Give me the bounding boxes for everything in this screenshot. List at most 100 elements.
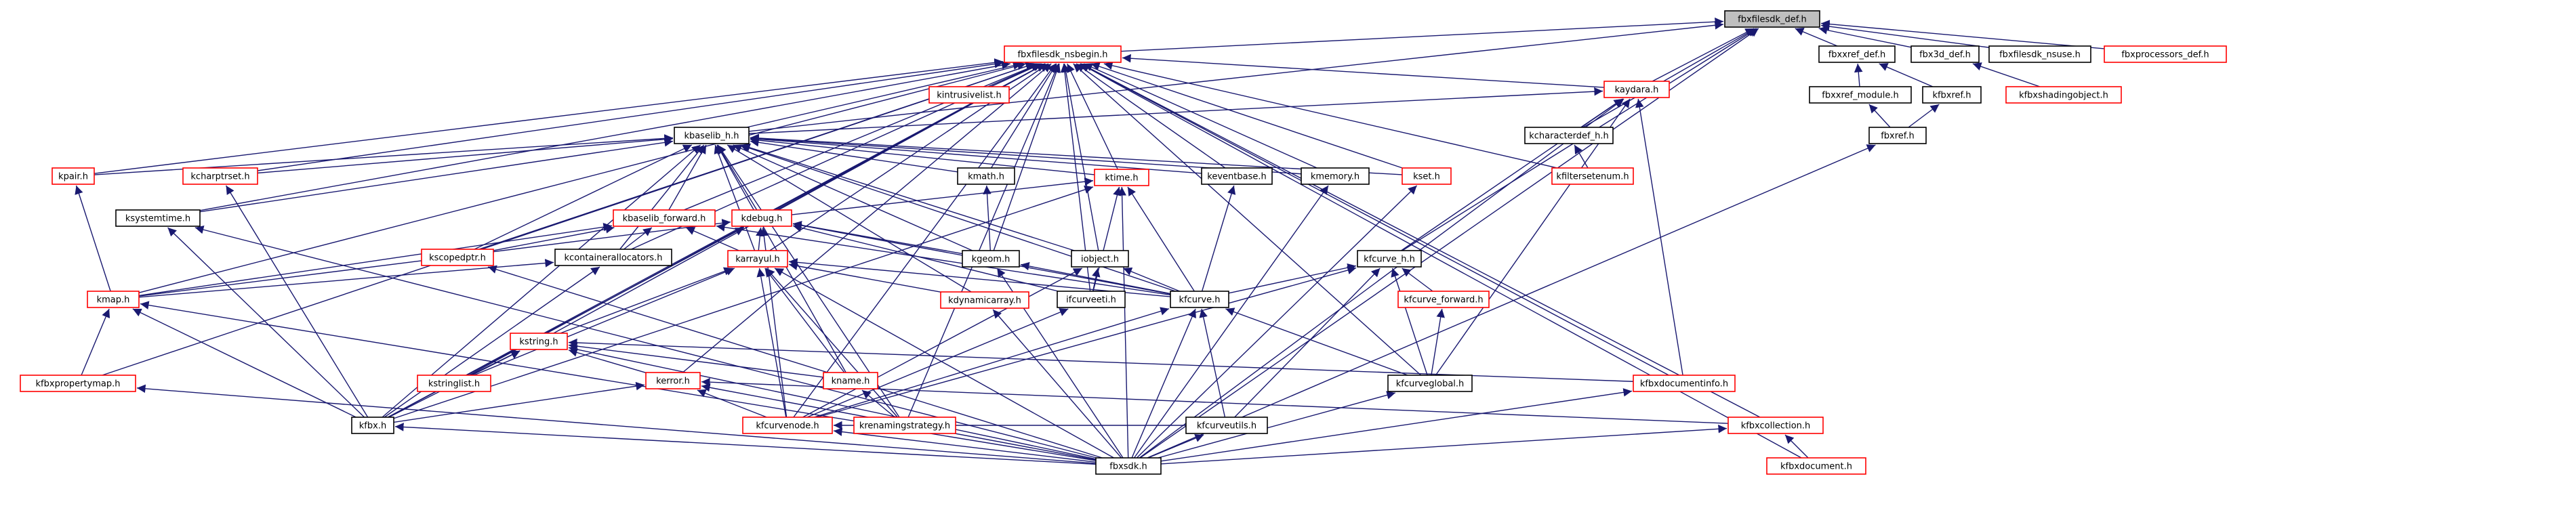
node-iobject[interactable]: iobject.h — [1071, 250, 1129, 268]
node-fbx3d_def[interactable]: fbx3d_def.h — [1910, 45, 1980, 63]
node-label: ktime.h — [1105, 173, 1138, 184]
node-documentinfo[interactable]: kfbxdocumentinfo.h — [1633, 375, 1736, 392]
node-label: kfiltersetenum.h — [1556, 172, 1629, 182]
node-kintrusivelist[interactable]: kintrusivelist.h — [928, 86, 1010, 104]
node-fbxsdk[interactable]: fbxsdk.h — [1095, 457, 1162, 475]
node-keventbase[interactable]: keventbase.h — [1201, 167, 1273, 185]
node-shadingobject[interactable]: kfbxshadingobject.h — [2005, 86, 2122, 104]
node-kfcurveutils[interactable]: kfcurveutils.h — [1185, 417, 1268, 434]
edge-ifcurveeti-to-kdebug — [792, 224, 1059, 292]
edge-arrow — [1133, 185, 1329, 459]
node-label: kmap.h — [97, 295, 130, 305]
node-box — [1988, 45, 2091, 63]
node-kstring[interactable]: kstring.h — [510, 333, 568, 350]
edge-arrow — [382, 144, 701, 418]
edge-arrow — [817, 266, 1357, 418]
node-kmap[interactable]: kmap.h — [87, 291, 140, 308]
node-label: kfcurveutils.h — [1197, 421, 1256, 431]
edge-kfcurvenode-to-iobject — [802, 268, 1083, 418]
node-label: kfbxdocument.h — [1780, 462, 1852, 472]
node-kscopedptr[interactable]: kscopedptr.h — [421, 249, 494, 266]
edge-arrow — [102, 62, 1035, 376]
node-box — [1095, 457, 1162, 475]
node-kcontainer[interactable]: kcontainerallocators.h — [554, 249, 672, 266]
node-kgeom[interactable]: kgeom.h — [962, 250, 1020, 268]
node-label: fbxxref_def.h — [1828, 50, 1886, 60]
edge-arrow — [257, 60, 1004, 171]
edge-kfbx-to-ktime — [393, 185, 1094, 419]
edge-arrow — [1652, 28, 1755, 82]
edge-ktime-to-kbaselib — [750, 135, 1095, 175]
edge-arrow — [1391, 268, 1428, 376]
node-fbxxref_def[interactable]: fbxxref_def.h — [1818, 45, 1896, 63]
edge-arrow — [1635, 98, 1683, 376]
node-kbaselib_fwd[interactable]: kbaselib_forward.h — [613, 209, 716, 227]
node-box — [1397, 291, 1490, 308]
node-label: iobject.h — [1081, 255, 1119, 265]
node-label: kbaselib_h.h — [684, 131, 739, 142]
node-kmemory[interactable]: kmemory.h — [1301, 167, 1370, 185]
node-kmath[interactable]: kmath.h — [957, 167, 1015, 185]
node-box — [1387, 375, 1473, 392]
node-kaydara[interactable]: kaydara.h — [1603, 81, 1670, 98]
node-label: fbxprocessors_def.h — [2121, 50, 2209, 60]
node-label: kgeom.h — [972, 255, 1010, 265]
node-kstringlist[interactable]: kstringlist.h — [417, 375, 491, 392]
node-kname[interactable]: kname.h — [823, 372, 878, 389]
edge-keventbase-to-nsbegin — [1076, 63, 1226, 169]
node-karrayul[interactable]: karrayul.h — [727, 250, 788, 268]
node-fbxref[interactable]: fbxref.h — [1868, 127, 1927, 144]
edge-kfilterset-to-kcharacterdef — [1574, 144, 1589, 169]
node-kpair[interactable]: kpair.h — [52, 167, 95, 185]
edge-fbxxref_def-to-fbxfilesdk_def — [1795, 28, 1838, 47]
edge-arrow — [774, 268, 1114, 459]
node-kfbx[interactable]: kfbx.h — [351, 417, 394, 434]
node-ifcurveeti[interactable]: ifcurveeti.h — [1057, 291, 1126, 308]
node-kbaselib[interactable]: kbaselib_h.h — [674, 127, 750, 144]
node-ktime[interactable]: ktime.h — [1094, 169, 1149, 186]
node-document[interactable]: kfbxdocument.h — [1766, 457, 1866, 475]
node-fbxxref_module[interactable]: fbxxref_module.h — [1809, 86, 1912, 104]
node-kcharptrset[interactable]: kcharptrset.h — [182, 167, 258, 185]
edge-kmath-to-nsbegin — [990, 63, 1057, 169]
edge-arrow — [764, 268, 845, 373]
edge-arrow — [1092, 186, 1122, 292]
node-nsuse[interactable]: fbxfilesdk_nsuse.h — [1988, 45, 2091, 63]
node-kfbxref[interactable]: kfbxref.h — [1922, 86, 1982, 104]
edge-kdebug-to-ktime — [791, 177, 1094, 215]
edge-kfcurvenode-to-nsbegin — [793, 63, 1057, 418]
edge-kname-to-kstring — [568, 341, 824, 378]
node-kfcurvenode[interactable]: kfcurvenode.h — [742, 417, 833, 434]
node-collection[interactable]: kfbxcollection.h — [1727, 417, 1824, 434]
node-ksystemtime[interactable]: ksystemtime.h — [115, 209, 201, 227]
node-kcharacterdef[interactable]: kcharacterdef_h.h — [1524, 127, 1614, 144]
node-kfilterset[interactable]: kfiltersetenum.h — [1551, 167, 1634, 185]
edge-arrow — [1908, 104, 1940, 128]
node-kfcurve[interactable]: kfcurve.h — [1170, 291, 1229, 308]
edge-documentinfo-to-kstring — [568, 338, 1634, 382]
edge-fbxsdk-to-kstring — [568, 345, 1097, 460]
edge-kdebug-to-kbaselib — [716, 144, 758, 211]
node-kerror[interactable]: kerror.h — [645, 372, 701, 389]
edge-arrow — [1818, 26, 1912, 48]
node-renaming[interactable]: krenamingstrategy.h — [853, 417, 956, 434]
node-label: krenamingstrategy.h — [859, 421, 950, 431]
edge-propertymap-to-kmap — [81, 308, 110, 376]
node-kdebug[interactable]: kdebug.h — [731, 209, 792, 227]
node-box — [1868, 127, 1927, 144]
edge-propertymap-to-nsbegin — [102, 62, 1035, 376]
node-kfcurve_h[interactable]: kfcurve_h.h — [1357, 250, 1422, 268]
edge-arrow — [568, 338, 1634, 382]
node-nsbegin[interactable]: fbxfilesdk_nsbegin.h — [1004, 45, 1122, 63]
node-kfcurve_fwd[interactable]: kfcurve_forward.h — [1397, 291, 1490, 308]
edge-ifcurveeti-to-ktime — [1092, 186, 1122, 292]
node-kdynamicarray[interactable]: kdynamicarray.h — [940, 291, 1029, 309]
edge-arrow — [568, 345, 1097, 460]
node-processors_def[interactable]: fbxprocessors_def.h — [2104, 45, 2227, 63]
node-kset[interactable]: kset.h — [1402, 167, 1452, 185]
edge-arrow — [553, 63, 1046, 334]
node-label: kintrusivelist.h — [937, 91, 1002, 101]
node-propertymap[interactable]: kfbxpropertymap.h — [20, 375, 136, 392]
node-kfcurveglobal[interactable]: kfcurveglobal.h — [1387, 375, 1473, 392]
edge-renaming-to-karrayul — [765, 268, 898, 418]
